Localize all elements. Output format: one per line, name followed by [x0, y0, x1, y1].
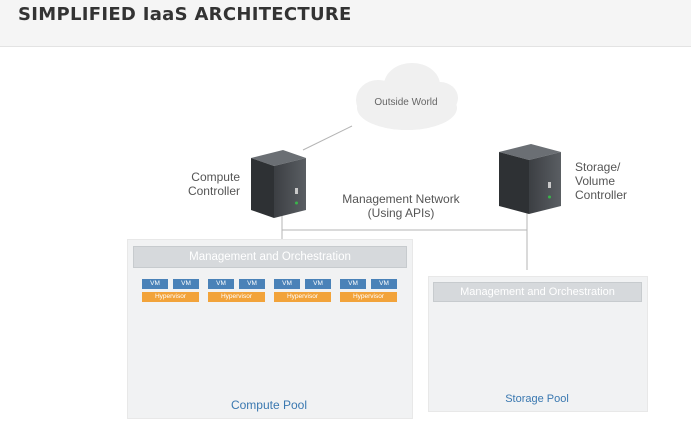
network-lines [281, 125, 528, 270]
vm-block: VM [208, 279, 234, 289]
header-bar: SIMPLIFIED IaaS ARCHITECTURE [0, 0, 691, 47]
vm-block: VM [274, 279, 300, 289]
vm-block: VM [371, 279, 397, 289]
hypervisor-block: Hypervisor [142, 292, 199, 302]
hypervisor-block: Hypervisor [274, 292, 331, 302]
compute-controller-server-icon [251, 150, 306, 218]
vm-block: VM [305, 279, 331, 289]
vm-block: VM [340, 279, 366, 289]
storage-mgmt-bar: Management and Orchestration [433, 282, 642, 302]
compute-pool-label: Compute Pool [230, 398, 308, 412]
compute-controller-label: Compute Controller [187, 170, 240, 198]
cloud-icon [356, 63, 458, 130]
compute-mgmt-bar: Management and Orchestration [133, 246, 407, 268]
vm-block: VM [142, 279, 168, 289]
vm-block: VM [239, 279, 265, 289]
vm-block: VM [173, 279, 199, 289]
hypervisor-block: Hypervisor [208, 292, 265, 302]
hypervisor-block: Hypervisor [340, 292, 397, 302]
storage-controller-label: Storage/ Volume Controller [575, 160, 628, 202]
network-label: Management Network (Using APIs) [342, 192, 460, 220]
compute-pool-panel [127, 239, 413, 419]
cloud-label: Outside World [374, 97, 438, 108]
page-title: SIMPLIFIED IaaS ARCHITECTURE [18, 4, 352, 25]
storage-controller-server-icon [499, 144, 561, 214]
storage-pool-label: Storage Pool [505, 393, 569, 405]
